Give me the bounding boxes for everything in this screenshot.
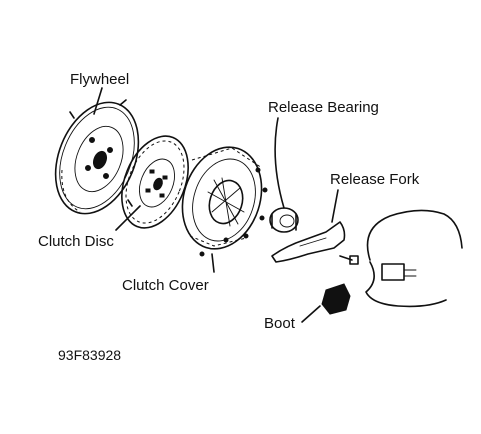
- flywheel-part: [54, 99, 140, 215]
- clutch-cover-part: [181, 146, 268, 257]
- boot-part: [321, 283, 351, 315]
- clutch-disc-leader: [115, 205, 141, 231]
- release-fork-leader: [331, 189, 339, 223]
- boot-leader: [301, 305, 321, 323]
- release-fork-label: Release Fork: [330, 171, 420, 188]
- boot-label: Boot: [264, 315, 295, 332]
- clutch-disc-part: [121, 135, 189, 229]
- clutch-disc-label: Clutch Disc: [38, 233, 114, 250]
- release-fork-part: [271, 221, 359, 265]
- leader-lines: [93, 87, 339, 323]
- release-bearing-label: Release Bearing: [268, 99, 379, 116]
- clutch-cover-label: Clutch Cover: [122, 277, 209, 294]
- figure-id: 93F83928: [58, 347, 122, 363]
- clutch-cover-leader: [211, 253, 215, 273]
- flywheel-leader: [93, 87, 103, 115]
- transmission-housing: [365, 209, 463, 308]
- release-bearing-leader: [274, 117, 285, 209]
- release-bearing-part: [269, 207, 299, 233]
- flywheel-label: Flywheel: [70, 71, 130, 88]
